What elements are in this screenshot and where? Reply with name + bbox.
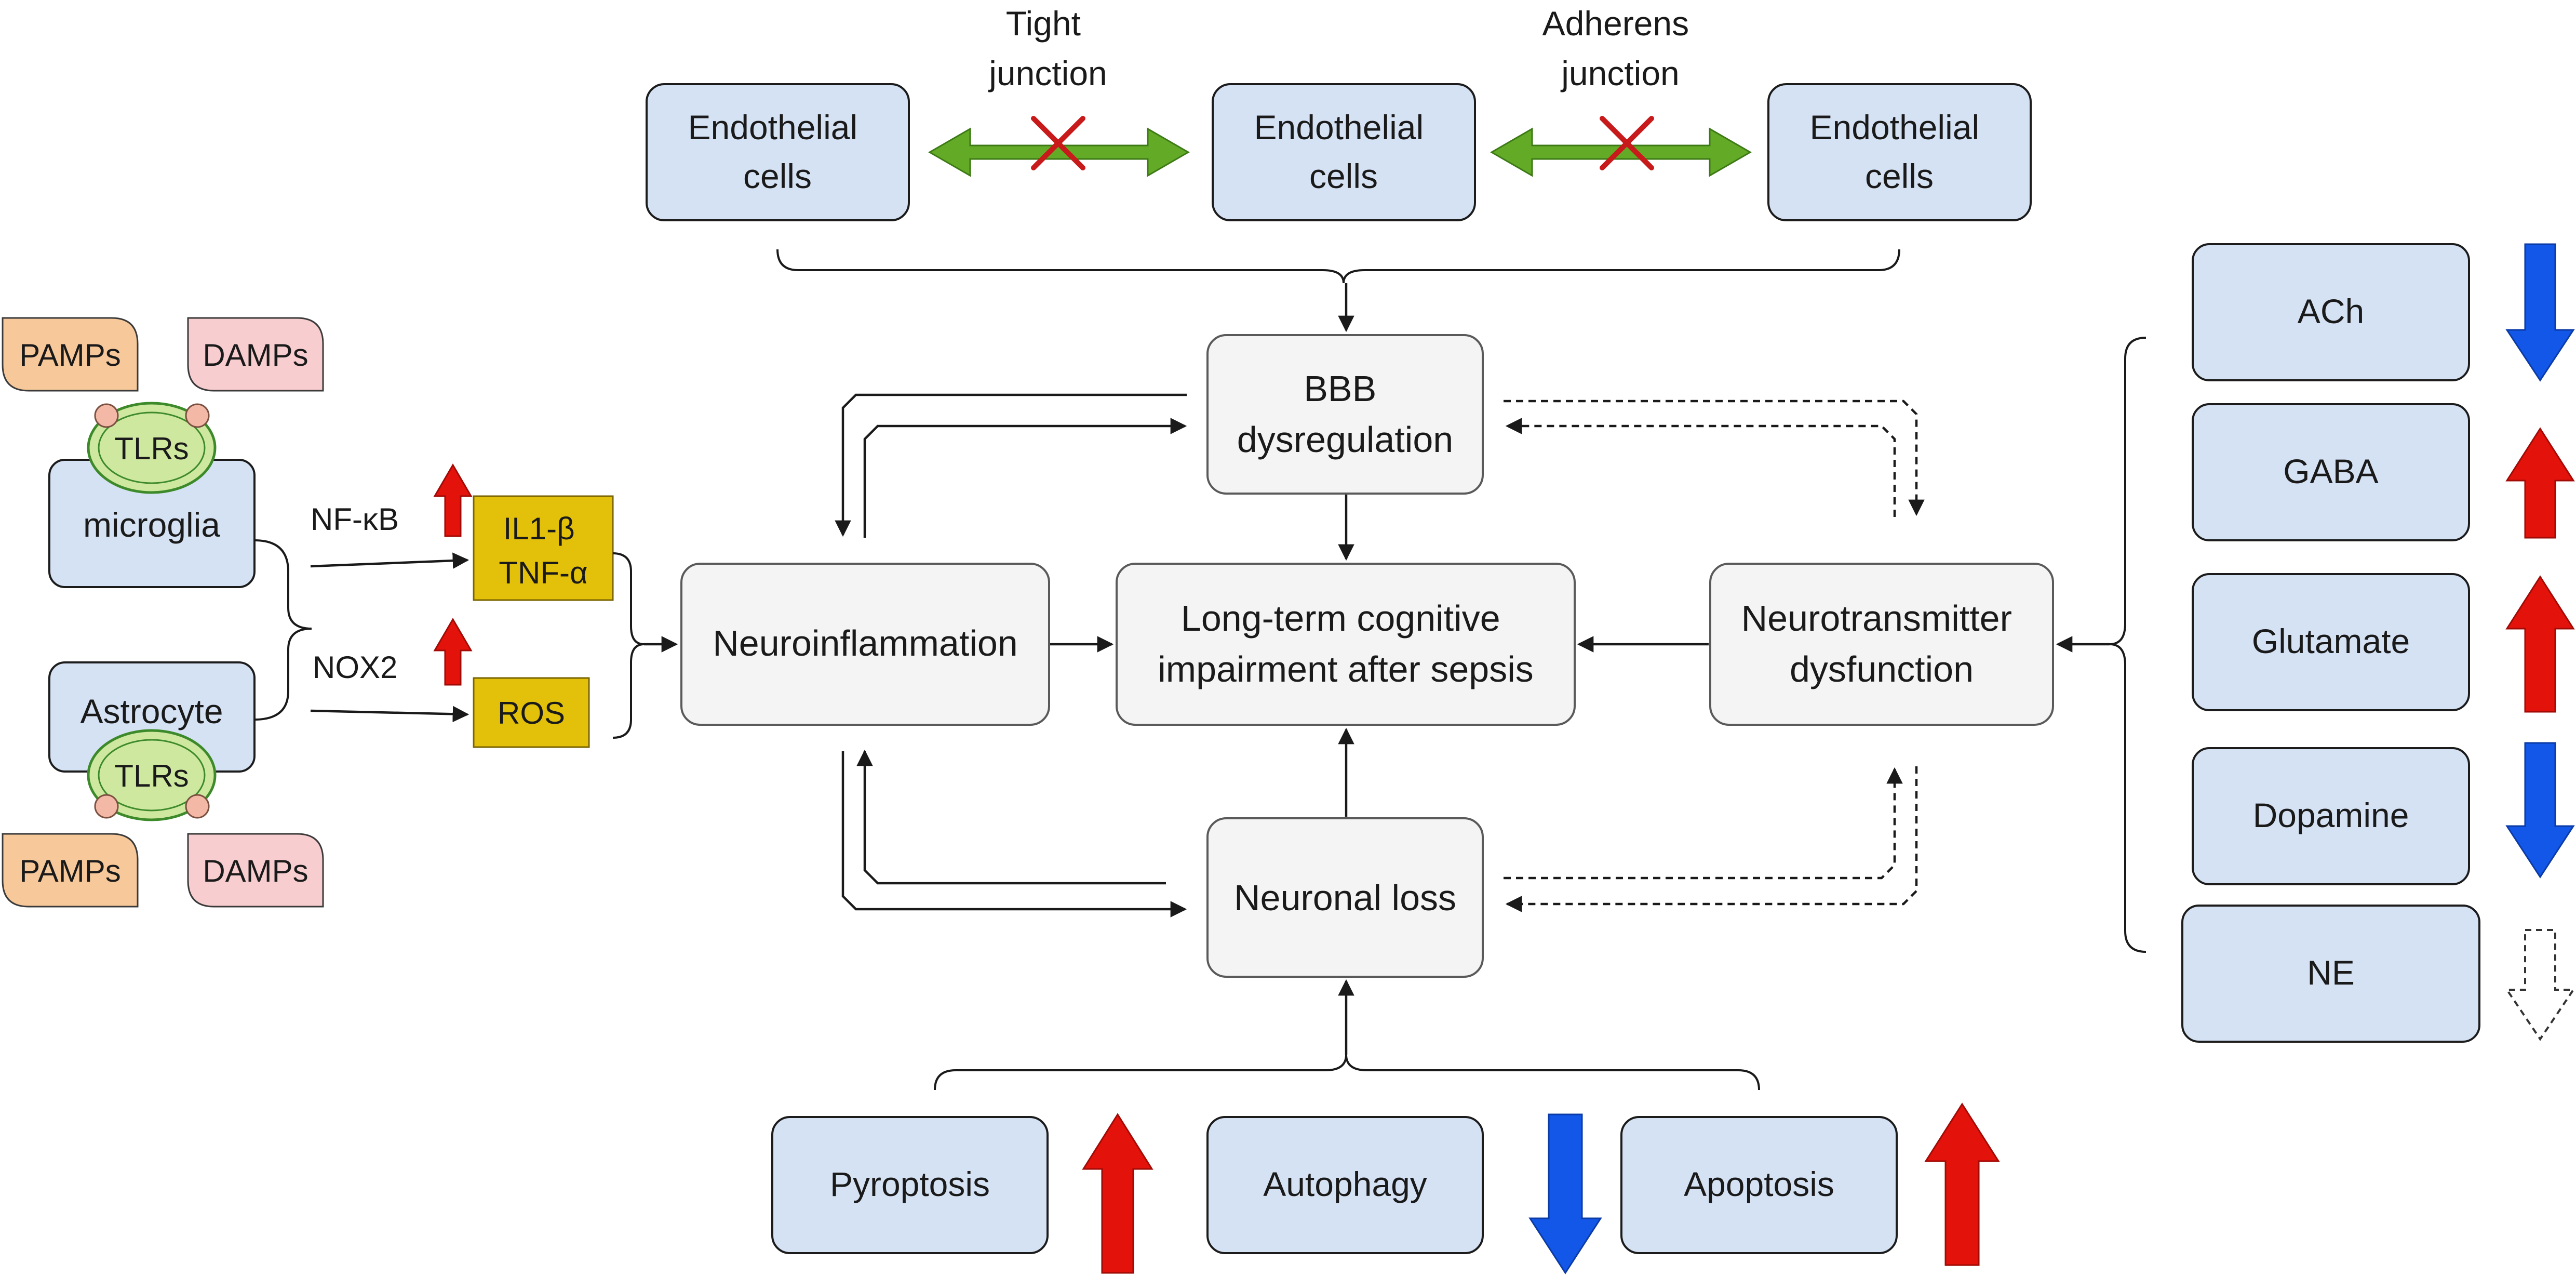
glutamate-box: Glutamate (2192, 573, 2470, 711)
svg-text:PAMPs: PAMPs (19, 854, 121, 888)
neurotransmitter-to-neuronal-loss-dashed-arrow (1505, 766, 1918, 912)
ne-dashed-down-arrow-icon (2505, 929, 2575, 1041)
microglia-cell: microglia (48, 459, 256, 588)
gaba-up-arrow-icon (2505, 427, 2575, 539)
svg-text:DAMPs: DAMPs (203, 338, 308, 373)
cell-death-brace (934, 1054, 1760, 1091)
svg-text:Endothelial cells: Endothelial cells (1254, 108, 1433, 195)
endothelial-cell-box-3: Endothelial cells (1767, 83, 2032, 221)
endothelial-cell-box-2: Endothelial cells (1212, 83, 1476, 221)
tight-junction-cross-icon (1031, 116, 1085, 170)
bbb-to-neuroinflammation-arrow (835, 393, 1187, 537)
glia-bracket (254, 539, 312, 721)
svg-text:GABA: GABA (2283, 452, 2378, 490)
pamps-tag-bottom: PAMPs (2, 833, 139, 908)
dopamine-box: Dopamine (2192, 747, 2470, 885)
dopamine-down-arrow-icon (2505, 742, 2575, 879)
gaba-box: GABA (2192, 403, 2470, 541)
nox2-up-arrow-icon (433, 618, 473, 686)
svg-text:Endothelial cells: Endothelial cells (1810, 108, 1989, 195)
cytokines-box: IL1-β TNF-α (473, 495, 614, 601)
bbb-dysregulation-box: BBB dysregulation (1206, 334, 1484, 495)
svg-text:Autophagy: Autophagy (1263, 1165, 1427, 1203)
damps-tag-top: DAMPs (187, 317, 324, 392)
neuronal-loss-to-neuroinflammation-arrow (856, 749, 1166, 885)
autophagy-box: Autophagy (1206, 1116, 1484, 1254)
pyroptosis-up-arrow-icon (1082, 1113, 1153, 1274)
neuronal-loss-box: Neuronal loss (1206, 817, 1484, 978)
svg-text:Apoptosis: Apoptosis (1684, 1165, 1834, 1203)
microglia-to-cytokines-arrow (310, 552, 469, 569)
central-outcome-box: Long-term cognitive impairment after sep… (1116, 563, 1576, 726)
svg-text:BBB dysregulation: BBB dysregulation (1237, 368, 1453, 460)
nfkb-label: NF-κB (311, 502, 399, 537)
svg-text:Endothelial cells: Endothelial cells (688, 108, 867, 195)
svg-text:DAMPs: DAMPs (203, 854, 308, 888)
bbb-to-neurotransmitter-dashed-arrow (1504, 400, 1925, 516)
svg-text:PAMPs: PAMPs (19, 338, 121, 373)
svg-text:ROS: ROS (498, 696, 565, 730)
svg-text:microglia: microglia (83, 506, 220, 544)
endothelial-cell-box-1: Endothelial cells (646, 83, 910, 221)
ach-down-arrow-icon (2505, 243, 2575, 382)
neuroinflammation-to-neuronal-loss-arrow (841, 751, 1187, 918)
tight-junction-label: Tight junction (988, 4, 1107, 92)
svg-text:Pyroptosis: Pyroptosis (830, 1165, 990, 1203)
ros-box: ROS (473, 677, 590, 748)
damps-tag-bottom: DAMPs (187, 833, 324, 908)
ne-box: NE (2181, 905, 2480, 1043)
mediators-bracket (612, 552, 645, 739)
apoptosis-up-arrow-icon (1924, 1102, 2000, 1266)
pamps-tag-top: PAMPs (2, 317, 139, 392)
tight-junction-double-arrow-icon (928, 127, 1190, 177)
svg-text:TLRs: TLRs (114, 431, 189, 466)
neuroinflammation-to-bbb-arrow (863, 418, 1187, 538)
endothelial-brace (776, 249, 1900, 284)
svg-text:Long-term cognitive impa: Long-term cognitive impairment after sep… (1158, 598, 1534, 689)
astrocyte-cell: Astrocyte (48, 661, 256, 773)
nfkb-up-arrow-icon (433, 463, 473, 537)
glutamate-up-arrow-icon (2505, 575, 2575, 713)
nox2-label: NOX2 (313, 650, 397, 685)
svg-text:Dopamine: Dopamine (2253, 796, 2409, 834)
svg-text:Neuroinflammation: Neuroinflammation (713, 623, 1017, 663)
autophagy-down-arrow-icon (1528, 1113, 1602, 1274)
svg-text:Neurotransmitter dysfunc: Neurotransmitter dysfunction (1741, 598, 2022, 689)
svg-text:IL1-β TNF-α: IL1-β TNF-α (499, 511, 587, 590)
ach-box: ACh (2192, 243, 2470, 381)
svg-text:TLRs: TLRs (114, 759, 189, 793)
astrocyte-to-ros-arrow (310, 706, 469, 723)
adherens-junction-label: Adherens junction (1542, 4, 1699, 92)
neurotransmitter-to-bbb-dashed-arrow (1505, 418, 1896, 517)
svg-text:Astrocyte: Astrocyte (80, 692, 223, 730)
svg-text:ACh: ACh (2298, 292, 2364, 330)
neuroinflammation-box: Neuroinflammation (680, 563, 1050, 726)
neurotransmitter-brace (2109, 337, 2146, 953)
microglia-tlrs-receptor-icon: TLRs (87, 402, 217, 494)
svg-text:NE: NE (2307, 953, 2355, 992)
neuronal-loss-to-neurotransmitter-dashed-arrow (1504, 767, 1903, 880)
apoptosis-box: Apoptosis (1620, 1116, 1898, 1254)
neurotransmitter-dysfunction-box: Neurotransmitter dysfunction (1709, 563, 2054, 726)
pyroptosis-box: Pyroptosis (771, 1116, 1049, 1254)
svg-text:Glutamate: Glutamate (2252, 622, 2410, 660)
adherens-junction-cross-icon (1600, 116, 1654, 170)
svg-text:Neuronal loss: Neuronal loss (1234, 878, 1456, 918)
astrocyte-tlrs-receptor-icon: TLRs (87, 729, 217, 821)
